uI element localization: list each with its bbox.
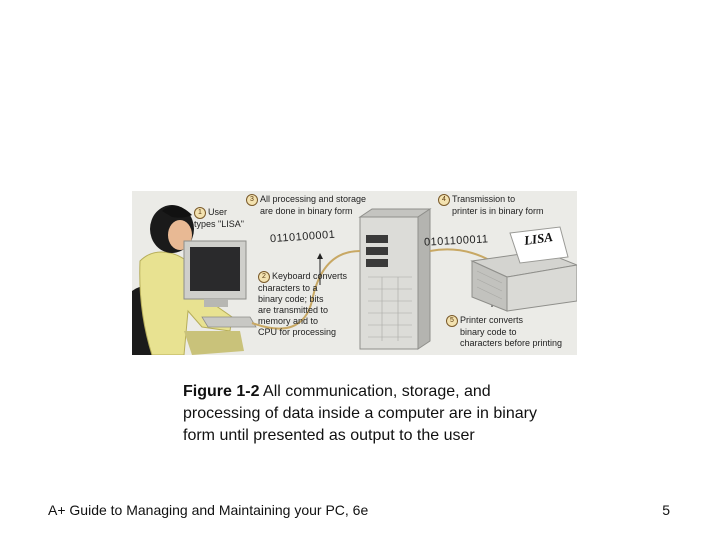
callout-2-line-6: CPU for processing — [258, 327, 337, 337]
binary-data-flow-illustration — [132, 191, 577, 355]
callout-2-line-5: memory and to — [258, 316, 319, 326]
figure-caption: Figure 1-2 All communication, storage, a… — [183, 381, 543, 447]
callout-3-line-2: are done in binary form — [260, 206, 353, 216]
printed-paper — [509, 226, 569, 264]
callout-1-line-1: User — [208, 207, 228, 217]
callout-5-line-2: binary code to — [460, 327, 517, 337]
callout-5-line-3: characters before printing — [460, 338, 563, 348]
keyboard — [201, 316, 257, 328]
footer-page-number: 5 — [662, 502, 670, 518]
caption-text: All communication, storage, and processi… — [183, 383, 537, 444]
callout-3-number: 3 — [246, 194, 258, 206]
callout-1-line-2: types "LISA" — [194, 219, 244, 229]
callout-2-line-2: characters to a — [258, 283, 318, 293]
caption-label: Figure 1-2 — [183, 383, 260, 400]
keyboard-cable — [251, 250, 361, 330]
callout-4-number: 4 — [438, 194, 450, 206]
callout-4-line-1: Transmission to — [452, 194, 516, 204]
footer-book-title: A+ Guide to Managing and Maintaining you… — [48, 502, 369, 518]
callout-2-line-1: Keyboard converts — [272, 271, 348, 281]
callout-2-number: 2 — [258, 271, 270, 283]
callout-5-number: 5 — [446, 315, 458, 327]
callout-5-line-1: Printer converts — [460, 315, 524, 325]
callout-2-line-3: binary code; bits — [258, 294, 324, 304]
callout-3-line-1: All processing and storage — [260, 194, 367, 204]
callout-1-number: 1 — [194, 207, 206, 219]
callout-2-line-4: are transmitted to — [258, 305, 329, 315]
callout-4-line-2: printer is in binary form — [452, 206, 544, 216]
